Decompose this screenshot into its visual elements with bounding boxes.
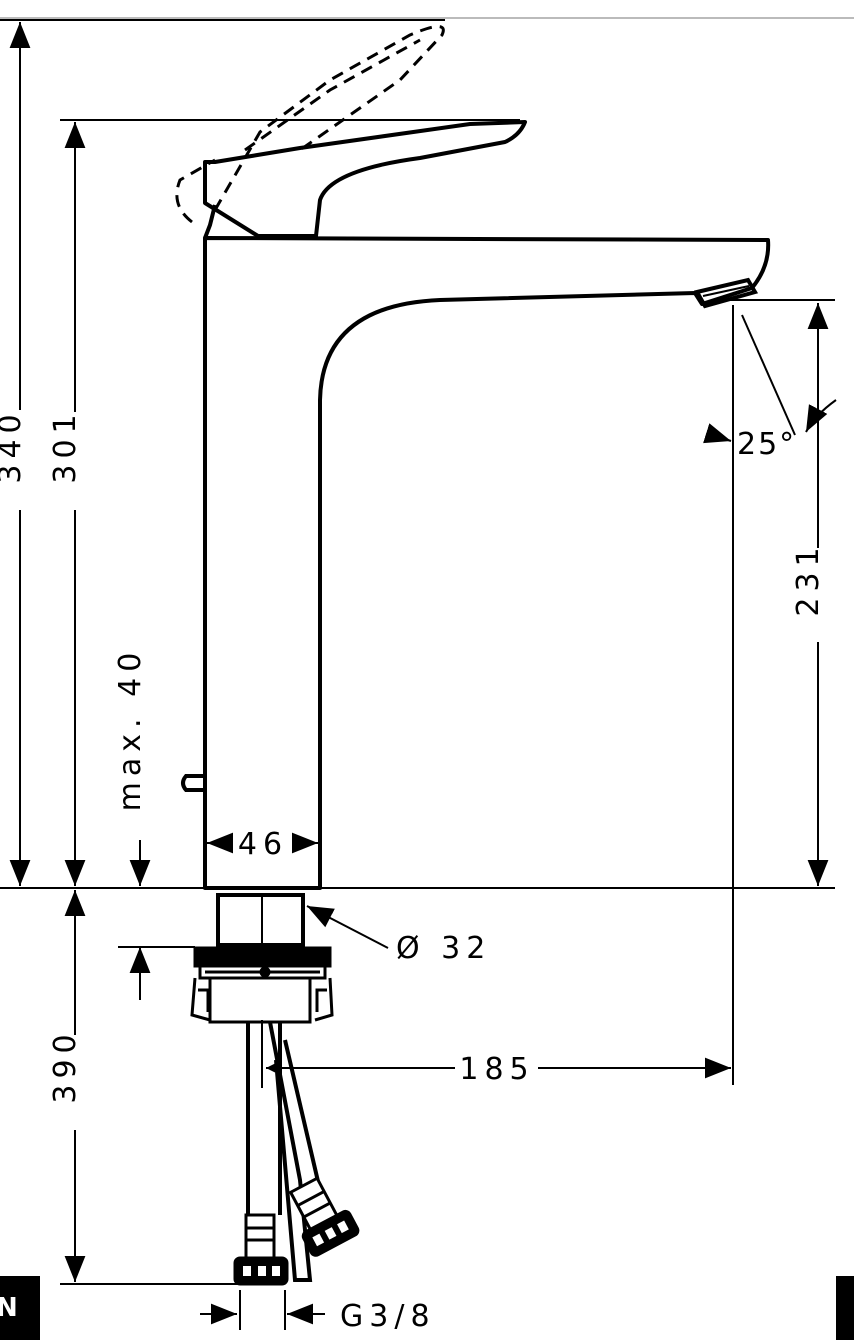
- hose-fitting-right: [288, 1176, 360, 1257]
- corner-tab-right: [836, 1276, 854, 1340]
- dim-hose-length: 390: [48, 1028, 83, 1103]
- dim-spout-angle: 25°: [737, 427, 796, 462]
- dim-spout-clearance: 231: [791, 541, 826, 616]
- dim-deck-thickness: max. 40: [113, 647, 148, 812]
- dim-total-height: 340: [0, 408, 28, 483]
- lever-raised-outline: [175, 25, 445, 224]
- hose-fitting-left: [233, 1213, 289, 1286]
- corner-tab-left: N: [0, 1276, 40, 1340]
- pop-up-rod: [181, 774, 205, 792]
- aerator: [693, 277, 759, 309]
- shank: [216, 893, 305, 947]
- faucet-body: [203, 236, 771, 890]
- lever-handle: [203, 120, 527, 239]
- dim-spout-lever-height: 301: [48, 408, 83, 483]
- dim-body-width: 46: [238, 827, 288, 862]
- dim-shank-diameter: Ø 32: [396, 931, 491, 966]
- mounting-nut: [190, 946, 334, 1024]
- dim-spout-reach: 185: [459, 1052, 534, 1087]
- dimension-lines: [0, 19, 837, 1330]
- dim-connection-thread: G3/8: [340, 1299, 436, 1334]
